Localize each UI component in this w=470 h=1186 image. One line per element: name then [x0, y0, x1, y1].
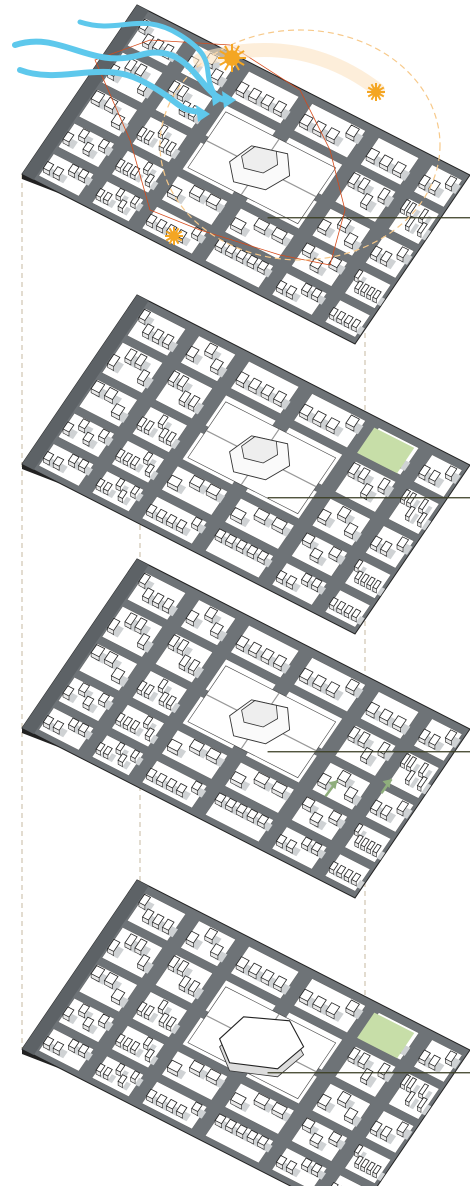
sun-disc: [371, 87, 381, 97]
layer-climate: [15, 5, 470, 344]
layer-green: [22, 295, 470, 634]
layer-massing: [22, 880, 470, 1186]
sun-ray: [368, 94, 372, 96]
sun-disc: [224, 50, 239, 65]
layer-access: [22, 559, 470, 898]
sun-ray: [372, 96, 374, 100]
sun-disc: [169, 231, 179, 241]
